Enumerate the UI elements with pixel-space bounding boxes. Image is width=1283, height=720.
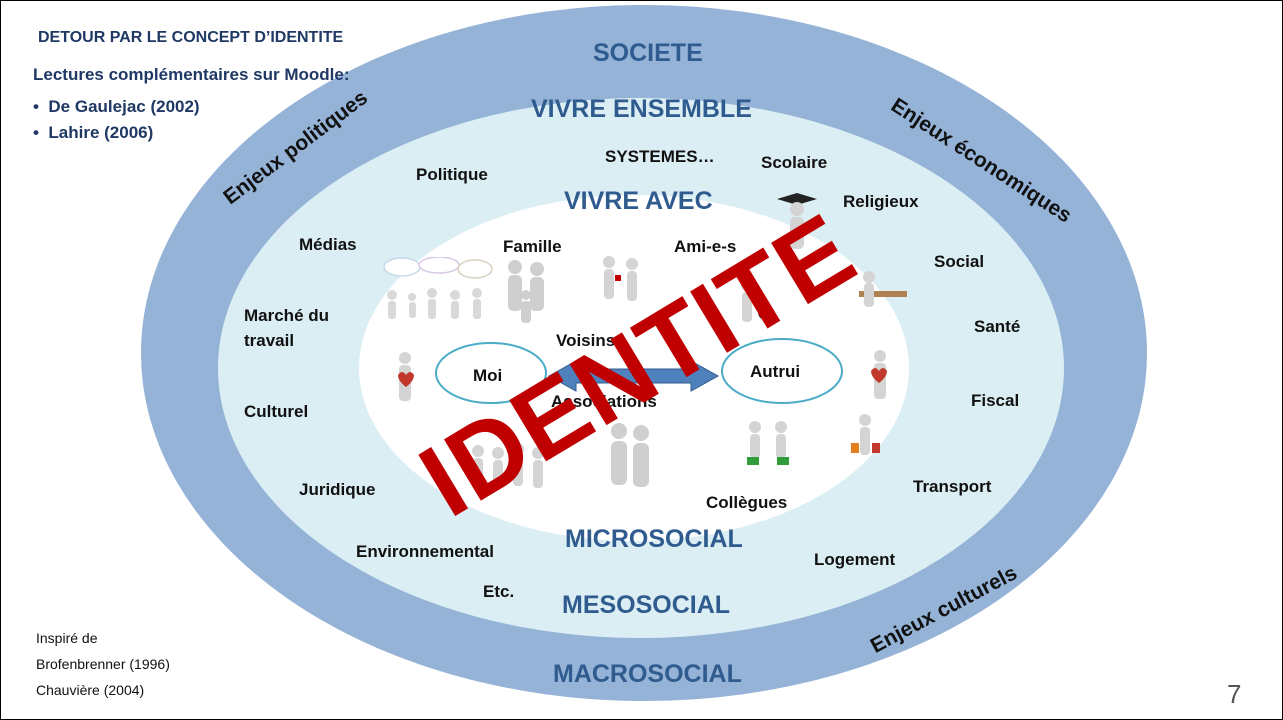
reading-item-1: • De Gaulejac (2002) [33,97,200,116]
level-microsocial: MICROSOCIAL [565,525,743,553]
graduation-cap-icon [777,193,817,205]
label-religieux: Religieux [843,192,919,211]
heart-figure-left-image [398,352,414,401]
label-transport: Transport [913,477,992,496]
label-juridique: Juridique [299,480,376,499]
speech-bubble-icon [383,257,421,277]
autrui-bubble [721,338,843,404]
discussion-group-image [383,257,493,319]
shopping-bag-icon [851,443,859,453]
heart-figure-right-image [871,350,887,399]
credits-line-1: Inspiré de [36,630,98,646]
readings-title: Lectures complémentaires sur Moodle: [33,65,350,84]
speech-bubble-icon [418,257,460,274]
label-collegues: Collègues [706,493,788,512]
label-scolaire: Scolaire [761,153,828,172]
green-block-icon [777,457,789,465]
heart-icon [871,368,887,383]
label-autrui: Autrui [750,362,801,381]
association-group-image [472,443,544,488]
slide-title: DETOUR PAR LE CONCEPT D’IDENTITE [38,29,344,46]
label-moi: Moi [473,366,503,385]
page-number: 7 [1227,679,1242,709]
label-politique: Politique [416,165,488,184]
level-mesosocial: MESOSOCIAL [562,591,731,619]
label-environnemental: Environnemental [356,542,494,561]
graduate-figure-image [777,193,817,249]
label-culturel: Culturel [244,402,309,421]
shopping-bag-icon [872,443,880,453]
label-famille: Famille [503,237,562,256]
shopper-icon [859,414,871,455]
green-block-icon [747,457,759,465]
reading-item-2: • Lahire (2006) [33,123,154,142]
label-medias: Médias [299,235,357,254]
level-vivre-ensemble: VIVRE ENSEMBLE [531,95,752,123]
label-social: Social [934,252,985,271]
label-marche-du-travail: Marché du travail [244,306,330,350]
bullet-icon: • [33,123,49,142]
moi-bubble [435,342,547,404]
people-group-icon [472,443,544,488]
label-etc: Etc. [483,582,515,601]
level-societe: SOCIETE [593,39,703,67]
embrace-figure-image [611,423,649,487]
credits-line-3: Chauvière (2004) [36,682,145,698]
gift-friends-image [603,256,638,301]
soccer-ball-icon [758,306,772,320]
people-group-icon [387,288,482,319]
label-logement: Logement [814,550,896,569]
label-associations: Associations [551,392,657,411]
heart-icon [398,372,414,387]
bullet-icon: • [33,97,49,116]
level-vivre-avec: VIVRE AVEC [564,187,713,215]
family-figure-image [508,260,544,323]
speech-bubble-icon [457,259,493,279]
label-amis: Ami-e-s [674,237,737,256]
colleagues-icon [749,421,787,458]
desk-figure-image [859,271,907,307]
family-icon [508,260,544,323]
student-icon [790,202,804,249]
handshake-figure-image [747,421,789,465]
credits: Inspiré de Brofenbrenner (1996) Chauvièr… [36,625,170,703]
friends-icon [603,256,638,301]
embrace-icon [611,423,649,487]
label-fiscal: Fiscal [971,391,1020,410]
shopping-figure-image [851,414,880,455]
worker-icon [863,271,875,307]
label-systemes: SYSTEMES… [605,147,715,166]
gift-icon [615,275,621,281]
label-sante: Santé [974,317,1021,336]
credits-line-2: Brofenbrenner (1996) [36,656,170,672]
level-macrosocial: MACROSOCIAL [553,660,742,688]
player-icon [741,279,753,322]
soccer-figure-image [741,279,772,322]
double-arrow-icon [547,360,720,392]
label-voisins: Voisins [556,331,616,350]
desk-icon [859,291,907,297]
